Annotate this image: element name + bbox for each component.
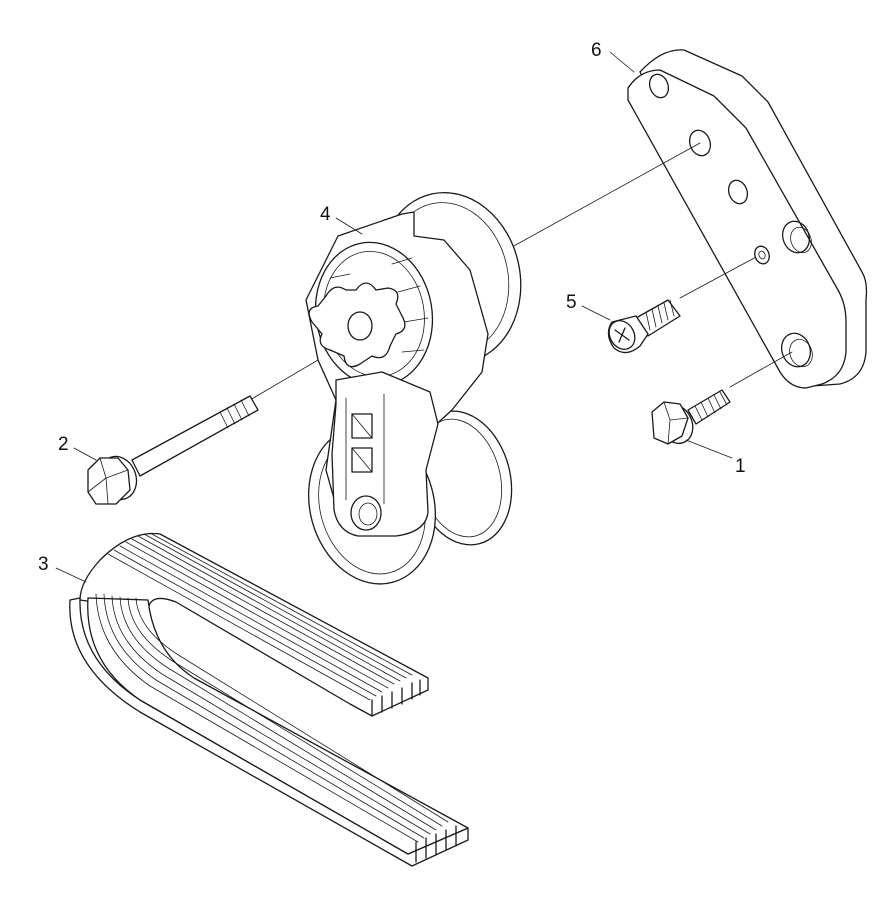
ribbed-belt (69, 532, 469, 867)
tensioner-assembly (305, 191, 522, 585)
callout-2: 2 (58, 434, 97, 461)
callout-label-4: 4 (320, 204, 331, 225)
bracket-plate (627, 49, 868, 389)
arm-window-lower (351, 447, 373, 473)
callout-4: 4 (320, 204, 363, 235)
flange-bolt (651, 389, 731, 445)
washer (754, 245, 770, 265)
callout-label-6: 6 (591, 40, 602, 61)
long-bolt (87, 395, 259, 505)
callout-1: 1 (685, 439, 746, 477)
countersunk-screw (607, 299, 681, 354)
callout-label-5: 5 (566, 292, 577, 313)
callout-6: 6 (591, 40, 635, 73)
arm-window-upper (351, 413, 373, 439)
belt-ribs (95, 532, 457, 863)
callout-3: 3 (38, 554, 87, 583)
callout-label-2: 2 (58, 434, 69, 455)
callout-5: 5 (566, 292, 611, 321)
callout-label-3: 3 (38, 554, 49, 575)
callout-label-1: 1 (735, 456, 746, 477)
